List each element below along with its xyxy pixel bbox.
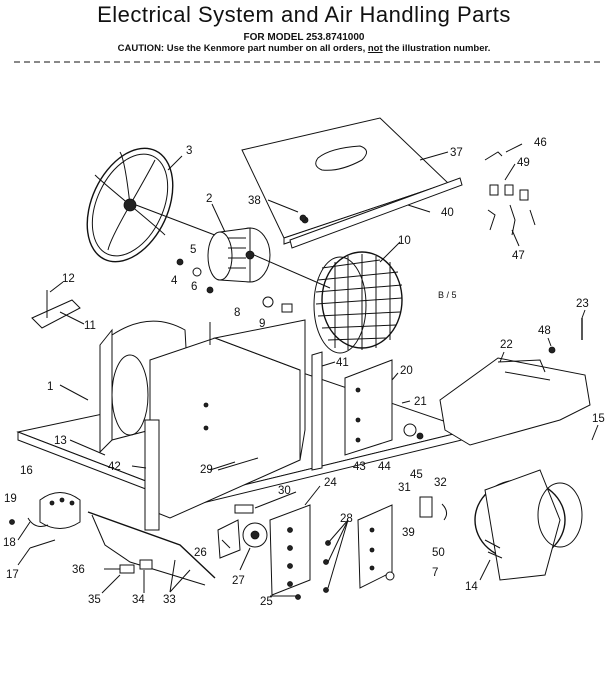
callout-6: 6 [191, 281, 197, 293]
callout-25: 25 [260, 596, 273, 608]
control-plate-part [269, 504, 311, 596]
screw-19 [9, 519, 15, 525]
callout-50: 50 [432, 547, 445, 559]
callout-24: 24 [324, 477, 337, 489]
screw-48 [548, 346, 556, 354]
caution-emphasis: not [367, 43, 383, 54]
callout-49: 49 [517, 157, 530, 169]
callout-40: 40 [441, 207, 454, 219]
callout-41: 41 [336, 357, 349, 369]
callout-3: 3 [186, 145, 192, 157]
callout-17: 17 [6, 569, 19, 581]
control-bracket-part [344, 359, 393, 456]
callout-14: 14 [465, 581, 478, 593]
callout-21: 21 [414, 396, 427, 408]
callout-31: 31 [398, 482, 411, 494]
motor-part [207, 227, 331, 289]
model-number: FOR MODEL 253.8741000 [243, 32, 365, 43]
callout-47: 47 [512, 250, 525, 262]
rail-part [289, 177, 463, 249]
callout-15: 15 [592, 413, 605, 425]
callout-7: 7 [432, 567, 438, 579]
partition-assembly [144, 319, 306, 531]
wire-17 [29, 539, 56, 549]
callout-44: 44 [378, 461, 391, 473]
callout-37: 37 [450, 147, 463, 159]
callout-10: 10 [398, 235, 411, 247]
thermostat-part [217, 504, 268, 559]
bracket-part [31, 290, 81, 329]
leader-lines [17, 143, 599, 597]
power-cord-part [87, 511, 216, 586]
page-title: Electrical System and Air Handling Parts [97, 2, 511, 27]
callout-8: 8 [234, 307, 240, 319]
callout-2: 2 [206, 193, 212, 205]
callout-48: 48 [538, 325, 551, 337]
switch-parts [484, 151, 536, 236]
panel-part [357, 504, 395, 589]
terminal-block-part [27, 492, 81, 529]
callout-22: 22 [500, 339, 513, 351]
callout-23: 23 [576, 298, 589, 310]
condenser-motor-part [474, 469, 583, 581]
caution-prefix: CAUTION: Use the Kenmore part number on … [117, 43, 368, 54]
shroud-part [439, 357, 591, 446]
hardware-parts [176, 258, 293, 313]
screw-25 [295, 594, 301, 600]
callout-18: 18 [3, 537, 16, 549]
screw-38 [299, 214, 307, 222]
callout-34: 34 [132, 594, 145, 606]
callout-28: 28 [340, 513, 353, 525]
capacitor-part [403, 423, 424, 440]
caution-suffix: the illustration number. [382, 43, 491, 54]
callout-36: 36 [72, 564, 85, 576]
callout-35: 35 [88, 594, 101, 606]
fan-blade-part [86, 147, 221, 263]
callout-42: 42 [108, 461, 121, 473]
callout-26: 26 [194, 547, 207, 559]
callout-9: 9 [259, 318, 265, 330]
relay-part [419, 496, 433, 518]
callout-29: 29 [200, 464, 213, 476]
callout-1: 1 [47, 381, 53, 393]
callout-43: 43 [353, 461, 366, 473]
callout-13: 13 [54, 435, 67, 447]
caution-note: CAUTION: Use the Kenmore part number on … [0, 43, 608, 54]
page-ref-label: B / 5 [438, 290, 457, 300]
callout-19: 19 [4, 493, 17, 505]
gasket-strip-part [311, 351, 323, 471]
callout-39: 39 [402, 527, 415, 539]
callout-45: 45 [410, 469, 423, 481]
callout-11: 11 [84, 320, 96, 332]
callout-33: 33 [163, 594, 176, 606]
callout-12: 12 [62, 273, 75, 285]
callout-32: 32 [434, 477, 447, 489]
callout-labels: 3 2 38 37 40 10 46 49 47 5 4 6 8 9 B / 5… [3, 137, 605, 608]
blower-wheel-part [313, 251, 403, 354]
callout-27: 27 [232, 575, 245, 587]
callout-38: 38 [248, 195, 261, 207]
callout-46: 46 [534, 137, 547, 149]
callout-30: 30 [278, 485, 291, 497]
callout-20: 20 [400, 365, 413, 377]
clip-part [441, 503, 448, 521]
callout-4: 4 [171, 275, 178, 287]
callout-5: 5 [190, 244, 196, 256]
callout-16: 16 [20, 465, 33, 477]
